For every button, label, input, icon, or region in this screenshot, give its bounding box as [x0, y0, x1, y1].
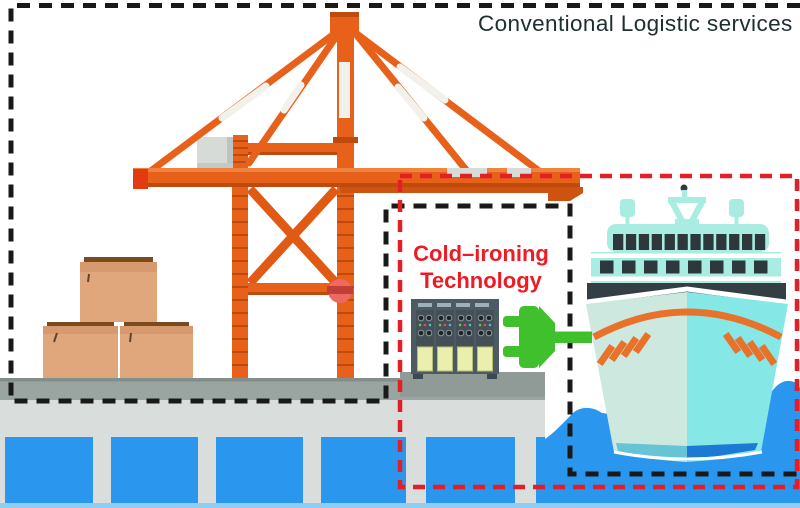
shore-power-cabinet-icon	[411, 299, 499, 379]
box-bottom-right	[120, 322, 193, 378]
container-crane-icon	[133, 12, 583, 378]
crane-boom	[133, 168, 583, 201]
crane-hook	[327, 279, 353, 303]
ship-orange-stripe	[592, 308, 783, 341]
crane-mast	[330, 12, 359, 170]
ship-hatch-marks	[596, 331, 778, 367]
box-top	[80, 257, 157, 322]
crane-x-brace	[246, 185, 340, 295]
ship-lower-deck	[591, 252, 781, 283]
plug-cable	[555, 331, 592, 343]
ship-mast	[668, 184, 706, 229]
cold-ironing-zone-border	[397, 173, 800, 490]
conventional-zone-border	[8, 3, 800, 477]
ship-bow-edge	[586, 286, 787, 305]
ship-side-posts	[620, 199, 744, 232]
box-bottom-left	[43, 322, 118, 378]
cargo-boxes-icon	[43, 257, 193, 378]
cruise-ship-icon	[586, 184, 788, 462]
ship-waterline	[613, 443, 763, 461]
crane-stay-cables	[140, 24, 547, 180]
ship-bridge-deck	[607, 224, 769, 252]
ship-hull	[586, 292, 788, 462]
crane-machinery-house	[197, 137, 233, 168]
cabinet-modules	[416, 310, 494, 372]
conventional-zone-label: Conventional Logistic services	[478, 11, 793, 36]
cabinet-platform-slab	[400, 372, 545, 397]
cold-ironing-label-line2: Technology	[420, 268, 543, 293]
cold-ironing-label-line1: Cold–ironing	[413, 241, 549, 266]
water-light-strip	[0, 503, 800, 508]
cabinet-vents	[418, 303, 489, 307]
power-plug-icon	[503, 306, 592, 368]
